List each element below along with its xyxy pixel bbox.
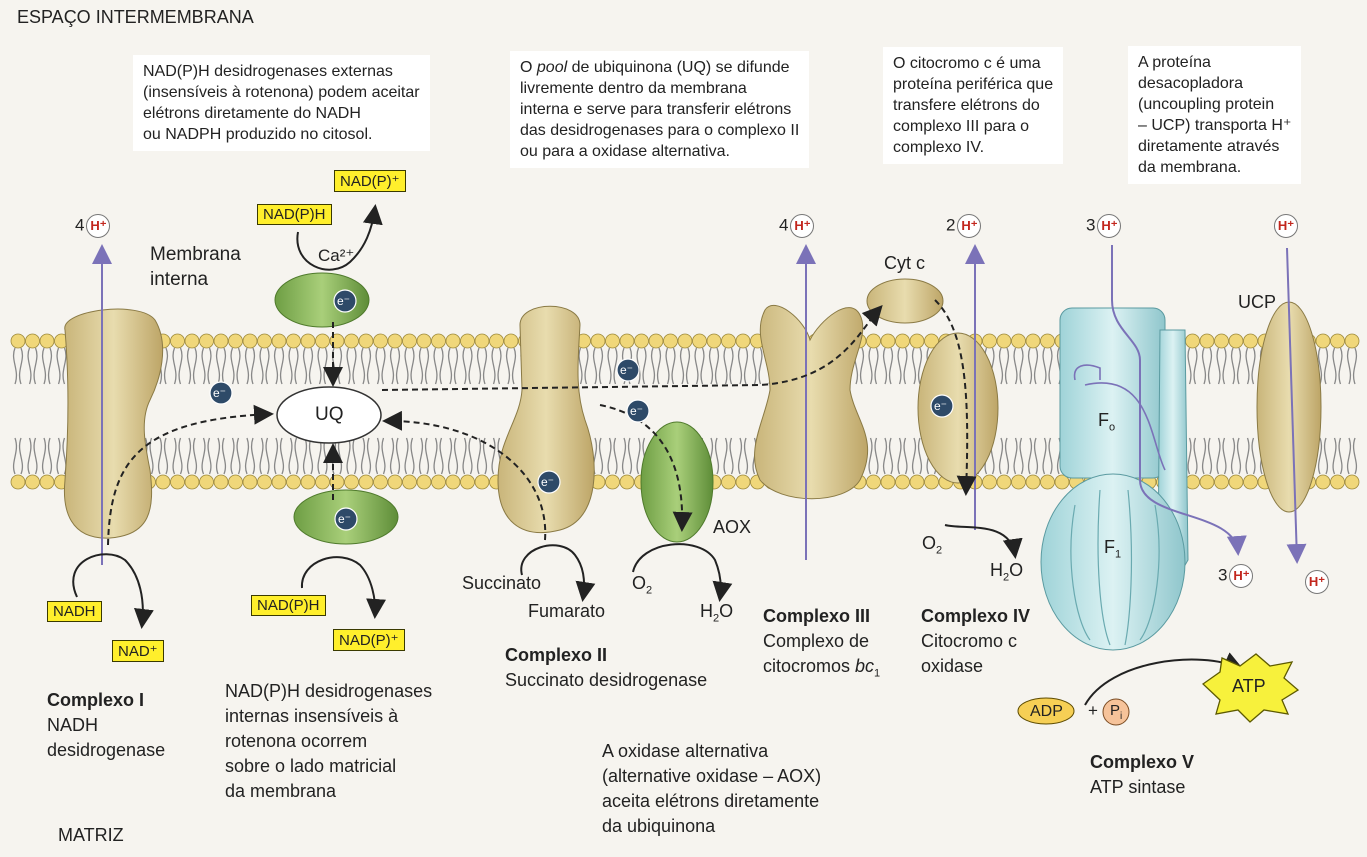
intermembrane-space-label: ESPAÇO INTERMEMBRANA bbox=[17, 7, 254, 27]
pi-circle bbox=[1102, 698, 1130, 726]
atp-star bbox=[1201, 653, 1300, 723]
uq-label: UQ bbox=[315, 404, 344, 425]
succinato-label: Succinato bbox=[462, 573, 542, 593]
calcium-label: Ca²⁺ bbox=[318, 246, 355, 265]
proton-arrow-complex-v bbox=[1111, 245, 1247, 556]
complex-v bbox=[1040, 307, 1189, 651]
pi-label: Pi bbox=[1110, 702, 1123, 722]
note-ubiquinone-pool: O pool de ubiquinona (UQ) se difunde liv… bbox=[510, 51, 810, 168]
electron-path-complex-i bbox=[107, 404, 274, 546]
note-alternative-oxidase: A oxidase alternativa (alternative oxida… bbox=[602, 741, 822, 836]
f1-label: F1 bbox=[1104, 537, 1122, 561]
matrix-label: MATRIZ bbox=[58, 825, 124, 845]
o2-civ-label: O2 bbox=[922, 533, 943, 557]
electron-label: e⁻ bbox=[337, 294, 351, 308]
internal-nadp-chip: NAD(P)⁺ bbox=[333, 629, 405, 651]
cyt-c-label: Cyt c bbox=[884, 253, 926, 273]
external-nadp-chip: NAD(P)⁺ bbox=[334, 170, 406, 192]
note-uncoupling-protein: A proteína desacopladora (uncoupling pro… bbox=[1128, 46, 1302, 184]
complex-i bbox=[63, 308, 164, 539]
complex-iii bbox=[754, 304, 869, 500]
note-internal-dehydrogenases: NAD(P)H desidrogenases internas insensív… bbox=[225, 681, 433, 801]
h2o-civ-label: H2O bbox=[990, 560, 1024, 584]
ucp-label: UCP bbox=[1238, 292, 1277, 312]
inner-membrane-label: Membrana interna bbox=[150, 244, 241, 290]
electron-path-cytc-to-iv bbox=[934, 299, 977, 496]
external-nadph-chip: NAD(P)H bbox=[257, 204, 332, 225]
electron-label: e⁻ bbox=[541, 475, 555, 489]
proton-badge-ucp-top: H⁺ bbox=[1272, 214, 1298, 238]
adp-label: ADP bbox=[1030, 703, 1063, 720]
aox-label: AOX bbox=[713, 517, 752, 537]
internal-nadph-chip: NAD(P)H bbox=[251, 595, 326, 616]
note-cytochrome-c: O citocromo c é uma proteína periférica … bbox=[883, 47, 1064, 164]
complex-iv bbox=[917, 332, 999, 484]
alternative-oxidase bbox=[640, 421, 714, 543]
note-external-dehydrogenases: NAD(P)H desidrogenases externas (insensí… bbox=[133, 55, 430, 151]
nadh-chip: NADH bbox=[47, 601, 102, 622]
plus-sign: + bbox=[1088, 701, 1098, 720]
complex-ii bbox=[497, 305, 595, 534]
electron-path-complex-ii bbox=[382, 410, 547, 541]
electron-label: e⁻ bbox=[338, 512, 352, 526]
fo-label: Fo bbox=[1098, 410, 1116, 434]
electron-path-uq-to-iii bbox=[381, 305, 883, 391]
external-nadph-dehydrogenase bbox=[274, 272, 370, 328]
electron-path-uq-to-aox bbox=[599, 404, 693, 532]
cytochrome-c bbox=[866, 278, 944, 324]
electron-markers bbox=[209, 289, 954, 531]
fumarato-label: Fumarato bbox=[528, 601, 606, 621]
nad-chip: NAD⁺ bbox=[112, 640, 164, 662]
adp-oval bbox=[1017, 697, 1075, 725]
electron-label: e⁻ bbox=[213, 386, 227, 400]
atp-label: ATP bbox=[1232, 676, 1266, 696]
o2-aox-label: O2 bbox=[632, 573, 653, 597]
h2o-aox-label: H2O bbox=[700, 601, 734, 625]
proton-badge-ucp-bottom: H⁺ bbox=[1303, 570, 1329, 594]
electron-label: e⁻ bbox=[934, 399, 948, 413]
proton-arrow-ucp bbox=[1286, 247, 1307, 564]
electron-label: e⁻ bbox=[630, 404, 644, 418]
electron-label: e⁻ bbox=[620, 363, 634, 377]
